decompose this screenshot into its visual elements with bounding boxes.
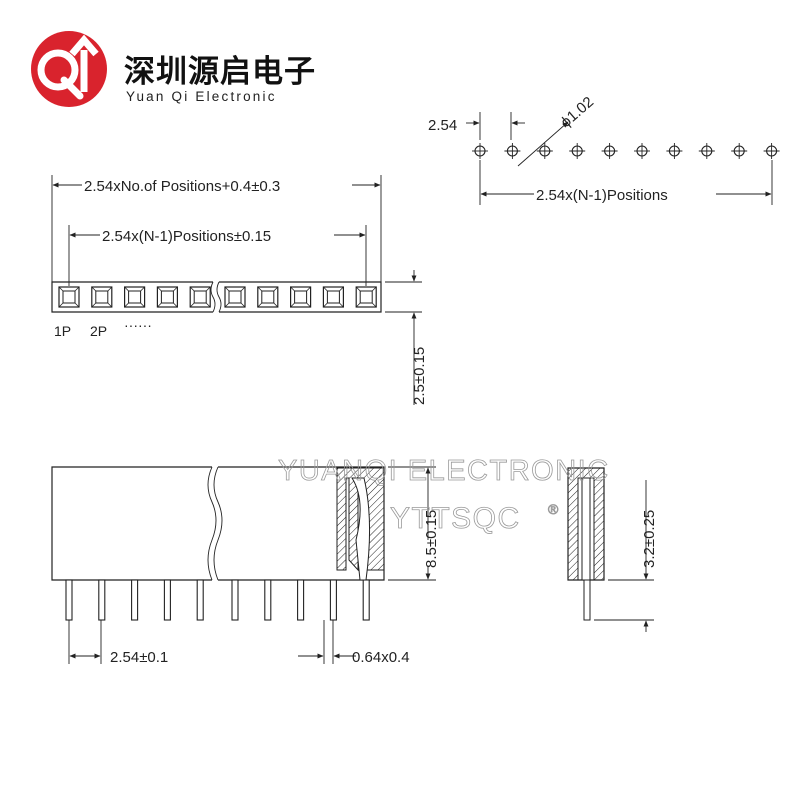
brand-name-en: Yuan Qi Electronic — [126, 89, 277, 104]
pin — [329, 579, 337, 621]
watermark: YUANQI ELECTRONIC YTTSQC ® — [278, 455, 610, 536]
width-label: 2.5±0.15 — [411, 347, 428, 405]
hole-icon — [698, 143, 715, 159]
front-view: 8.5±0.15 2.54±0.1 0.64x0.4 — [51, 466, 440, 666]
watermark-line1: YUANQI ELECTRONIC — [278, 455, 610, 487]
hole-icon — [666, 143, 683, 159]
pin — [231, 579, 239, 621]
section-hatch — [336, 467, 385, 572]
hole-row — [472, 143, 780, 159]
hole-icon — [634, 143, 650, 159]
brand-name-cn: 深圳源启电子 — [124, 54, 316, 90]
hole-pitch-label: 2.54 — [428, 117, 457, 134]
pin — [131, 579, 139, 621]
hole-icon — [601, 143, 618, 159]
pin — [362, 579, 370, 621]
pin — [65, 579, 73, 621]
pin — [163, 579, 171, 621]
slot — [189, 286, 211, 308]
brand-logo — [31, 31, 107, 107]
hole-icon — [763, 143, 780, 159]
slot — [322, 286, 344, 308]
pin-size-label: 0.64x0.4 — [352, 649, 410, 666]
pin-label-ellipsis: ······ — [124, 317, 152, 333]
hole-diameter-label: ϕ1.02 — [557, 94, 597, 132]
pin — [264, 579, 272, 621]
slot — [123, 286, 146, 308]
pin-pitch-label: 2.54±0.1 — [110, 649, 168, 666]
pin-label-2p: 2P — [90, 323, 107, 339]
pin — [196, 579, 204, 621]
side-pin — [583, 579, 591, 621]
pin — [98, 579, 106, 621]
slot — [58, 286, 80, 308]
slot — [224, 286, 246, 308]
slot — [91, 286, 113, 308]
watermark-mark: ® — [548, 501, 559, 517]
slot — [257, 286, 279, 308]
pin-label-1p: 1P — [54, 323, 71, 339]
hole-icon — [536, 143, 553, 159]
slot-row — [58, 286, 377, 308]
slot — [156, 286, 178, 308]
hole-span-label: 2.54x(N-1)Positions — [536, 187, 668, 204]
hole-pattern: 2.54 ϕ1.02 2.54x(N-1)Positions — [428, 94, 780, 205]
pin — [297, 579, 305, 621]
watermark-line2: YTTSQC — [390, 502, 521, 535]
side-width-label: 3.2±0.25 — [641, 510, 658, 568]
slot — [355, 286, 377, 308]
slot — [290, 286, 312, 308]
logo-q-icon — [37, 49, 79, 91]
pitch-span-label: 2.54x(N-1)Positions±0.15 — [102, 228, 271, 245]
overall-length-label: 2.54xNo.of Positions+0.4±0.3 — [84, 178, 280, 195]
hole-icon — [472, 143, 488, 159]
hole-icon — [569, 143, 586, 159]
side-view: 3.2±0.25 — [567, 467, 658, 632]
hole-icon — [731, 143, 748, 159]
pin-row — [65, 579, 370, 621]
top-view: 2.54xNo.of Positions+0.4±0.3 2.54x(N-1)P… — [51, 175, 428, 405]
height-label: 8.5±0.15 — [423, 510, 440, 568]
hole-icon — [504, 143, 521, 159]
spring-contact — [351, 477, 371, 581]
